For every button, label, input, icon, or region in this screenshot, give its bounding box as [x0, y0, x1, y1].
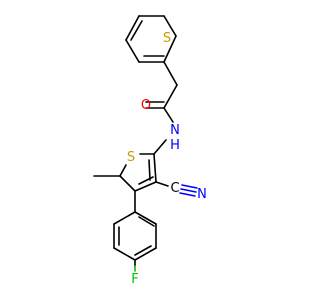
bond	[125, 15, 140, 41]
bond	[134, 247, 157, 261]
triple-bond	[180, 188, 197, 193]
bond	[134, 181, 157, 192]
triple-bond	[179, 192, 196, 197]
thiophene-ring-top	[125, 15, 177, 63]
bond	[163, 15, 177, 37]
atom-label-carbon: C	[170, 181, 179, 196]
bond	[134, 211, 157, 225]
fluorophenyl-ring	[113, 190, 157, 272]
atom-labels: S O N H S C N F	[127, 31, 207, 287]
atom-label-sulfur: S	[127, 150, 135, 165]
acetamide-linker	[145, 61, 178, 155]
bond	[153, 153, 157, 183]
bond	[163, 61, 178, 86]
triple-bond	[181, 184, 198, 189]
bond	[138, 216, 155, 227]
atom-label-fluorine: F	[131, 272, 138, 287]
bond	[134, 245, 152, 256]
bond	[153, 139, 167, 155]
bond	[113, 247, 136, 261]
atom-label-hydrogen: H	[170, 138, 180, 153]
bond	[130, 20, 143, 41]
bond	[163, 84, 178, 109]
atom-label-sulfur: S	[163, 31, 171, 46]
bond	[119, 164, 127, 177]
atom-label-nitrogen: N	[170, 123, 180, 138]
atom-label-nitrogen: N	[197, 187, 207, 202]
bond	[148, 159, 151, 181]
bond	[125, 39, 140, 63]
molecule-structure: S O N H S C N F	[93, 15, 207, 287]
bond	[138, 176, 154, 185]
bond	[163, 35, 177, 63]
bond	[163, 107, 174, 123]
bond	[119, 175, 136, 192]
bond	[155, 181, 169, 187]
thiophene-ring-central	[93, 153, 157, 192]
atom-label-oxygen: O	[141, 98, 151, 113]
nitrile-group	[155, 181, 198, 197]
bond	[113, 211, 136, 225]
